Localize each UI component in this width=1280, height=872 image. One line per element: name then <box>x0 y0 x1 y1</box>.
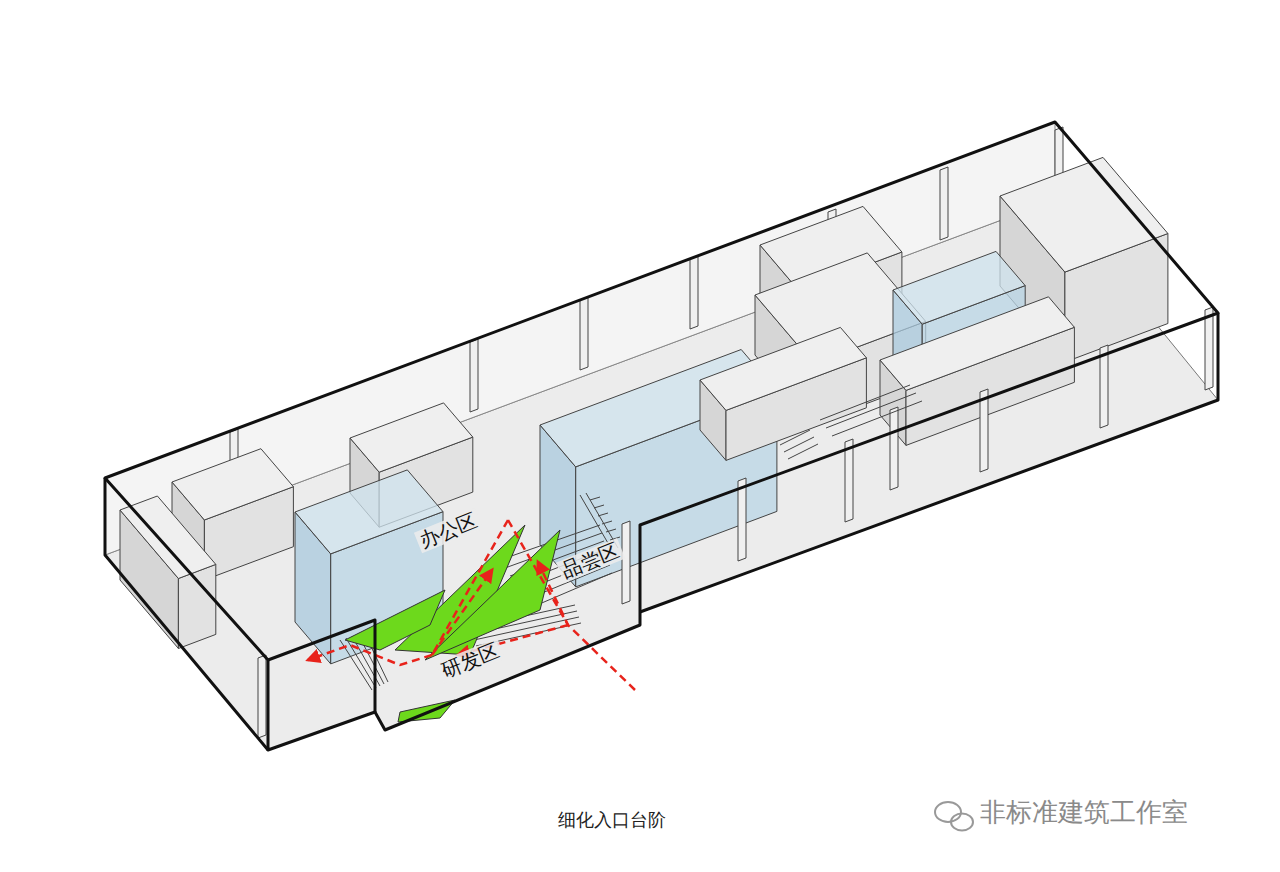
wechat-icon-part <box>951 814 973 831</box>
room-block <box>178 564 215 648</box>
circulation-arrows-part <box>308 645 432 665</box>
floor-slab <box>105 122 1218 750</box>
column <box>258 655 266 738</box>
building-outline-part <box>640 313 1218 612</box>
room-block <box>700 327 866 410</box>
column <box>622 521 630 604</box>
column <box>845 439 853 522</box>
entrance-steps <box>340 385 922 690</box>
column <box>1205 307 1213 390</box>
wechat-icon <box>935 802 973 831</box>
column <box>470 339 478 412</box>
building-outline-part <box>268 620 375 712</box>
room-blocks <box>120 127 1213 738</box>
column <box>940 167 948 240</box>
building-outline-part <box>105 122 1218 750</box>
circulation-arrows-part <box>432 570 492 655</box>
circulation-arrows <box>308 520 635 690</box>
green-planting-part <box>345 590 445 650</box>
column <box>1100 345 1108 428</box>
wechat-icon-part <box>935 802 961 822</box>
room-block <box>120 496 216 579</box>
column <box>738 478 746 561</box>
column <box>890 407 898 490</box>
room-block <box>350 403 473 472</box>
room-block <box>172 449 293 520</box>
column <box>580 297 588 370</box>
column <box>690 256 698 329</box>
building-outline-part <box>105 478 268 750</box>
circulation-arrows-part <box>538 562 635 690</box>
building-outline <box>105 122 1218 750</box>
room-block <box>1000 157 1168 272</box>
watermark: 非标准建筑工作室 <box>980 798 1188 827</box>
caption: 细化入口台阶 <box>558 810 666 830</box>
